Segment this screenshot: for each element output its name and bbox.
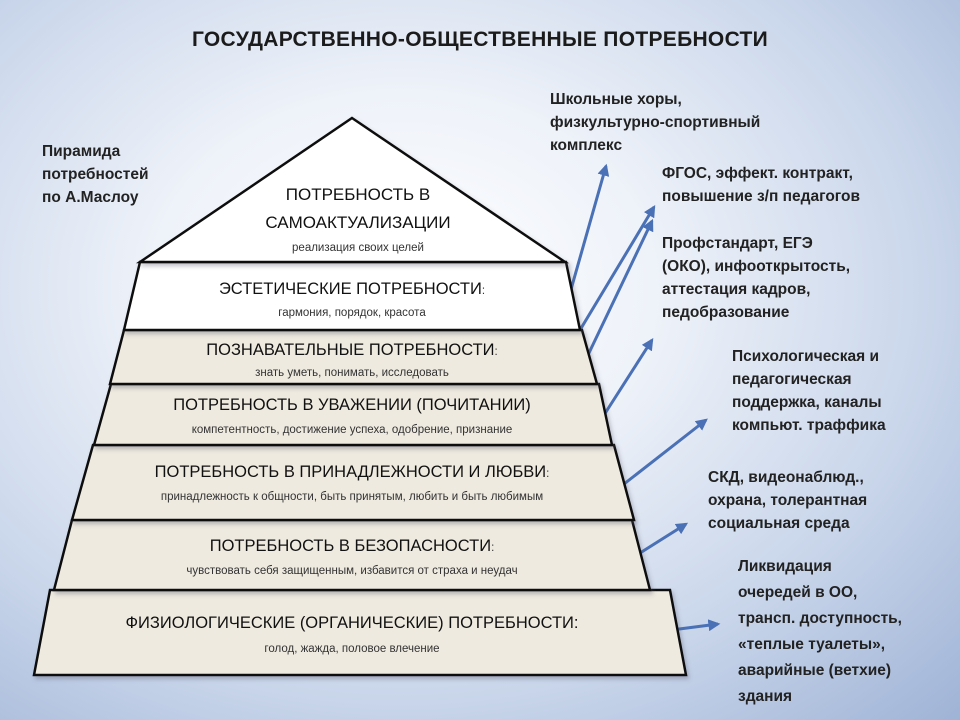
- note-skd: СКД, видеонаблюд., охрана, толерантная с…: [708, 469, 868, 532]
- level-6-subtitle: чувствовать себя защищенным, избавится о…: [186, 565, 517, 577]
- arrow-1: [566, 163, 610, 301]
- note-school-choirs: Школьные хоры, физкультурно-спортивный к…: [550, 91, 761, 154]
- level-self-actualization: [135, 116, 570, 264]
- note-fgos: ФГОС, эффект. контракт, повышение з/п пе…: [662, 165, 861, 205]
- level-7-subtitle: голод, жажда, половое влечение: [264, 643, 439, 655]
- level-5-suffix: :: [546, 468, 549, 480]
- level-7-title: ФИЗИОЛОГИЧЕСКИЕ (ОРГАНИЧЕСКИЕ) ПОТРЕБНОС…: [126, 614, 579, 632]
- arrow-3: [586, 218, 654, 356]
- pyramid-label: Пирамида потребностей по А.Маслоу: [42, 143, 149, 206]
- level-5-title: ПОТРЕБНОСТЬ В ПРИНАДЛЕЖНОСТИ И ЛЮБВИ: [155, 463, 547, 481]
- arrows-group: [566, 163, 721, 634]
- level-belonging: [70, 443, 636, 522]
- level-1-subtitle: реализация своих целей: [292, 242, 424, 254]
- level-3-title-wrap: ПОЗНАВАТЕЛЬНЫЕ ПОТРЕБНОСТИ:: [206, 341, 497, 359]
- level-6-title-wrap: ПОТРЕБНОСТЬ В БЕЗОПАСНОСТИ:: [210, 537, 495, 555]
- arrow-4: [602, 337, 654, 416]
- level-6-suffix: :: [491, 542, 494, 554]
- level-safety: [52, 518, 652, 592]
- level-3-title: ПОЗНАВАТЕЛЬНЫЕ ПОТРЕБНОСТИ: [206, 341, 494, 359]
- note-psych-support: Психологическая и педагогическая поддерж…: [732, 348, 886, 434]
- level-4-subtitle: компетентность, достижение успеха, одобр…: [192, 424, 513, 436]
- level-2-subtitle: гармония, порядок, красота: [278, 307, 426, 319]
- level-2-title: ЭСТЕТИЧЕСКИЕ ПОТРЕБНОСТИ: [219, 280, 482, 298]
- level-2-suffix: :: [482, 285, 485, 297]
- level-3-subtitle: знать уметь, понимать, исследовать: [255, 367, 449, 379]
- level-1-title-line2: САМОАКТУАЛИЗАЦИИ: [265, 213, 450, 232]
- level-4-title: ПОТРЕБНОСТЬ В УВАЖЕНИИ (ПОЧИТАНИИ): [173, 396, 531, 414]
- level-physiological: [32, 588, 688, 677]
- arrow-5: [623, 418, 708, 486]
- level-6-title: ПОТРЕБНОСТЬ В БЕЗОПАСНОСТИ: [210, 537, 491, 555]
- page-title: ГОСУДАРСТВЕННО-ОБЩЕСТВЕННЫЕ ПОТРЕБНОСТИ: [191, 28, 769, 51]
- arrow-2: [578, 204, 656, 331]
- arrow-6: [639, 522, 689, 555]
- level-3-suffix: :: [495, 346, 498, 358]
- level-1-title-line1: ПОТРЕБНОСТЬ В: [286, 185, 430, 204]
- level-2-title-wrap: ЭСТЕТИЧЕСКИЕ ПОТРЕБНОСТИ:: [219, 280, 485, 298]
- note-profstandard: Профстандарт, ЕГЭ (ОКО), инфооткрытость,…: [662, 235, 851, 321]
- note-liquidation: Ликвидация очередей в ОО, трансп. доступ…: [738, 558, 902, 705]
- level-5-subtitle: принадлежность к общности, быть принятым…: [161, 491, 543, 503]
- level-5-title-wrap: ПОТРЕБНОСТЬ В ПРИНАДЛЕЖНОСТИ И ЛЮБВИ:: [155, 463, 550, 481]
